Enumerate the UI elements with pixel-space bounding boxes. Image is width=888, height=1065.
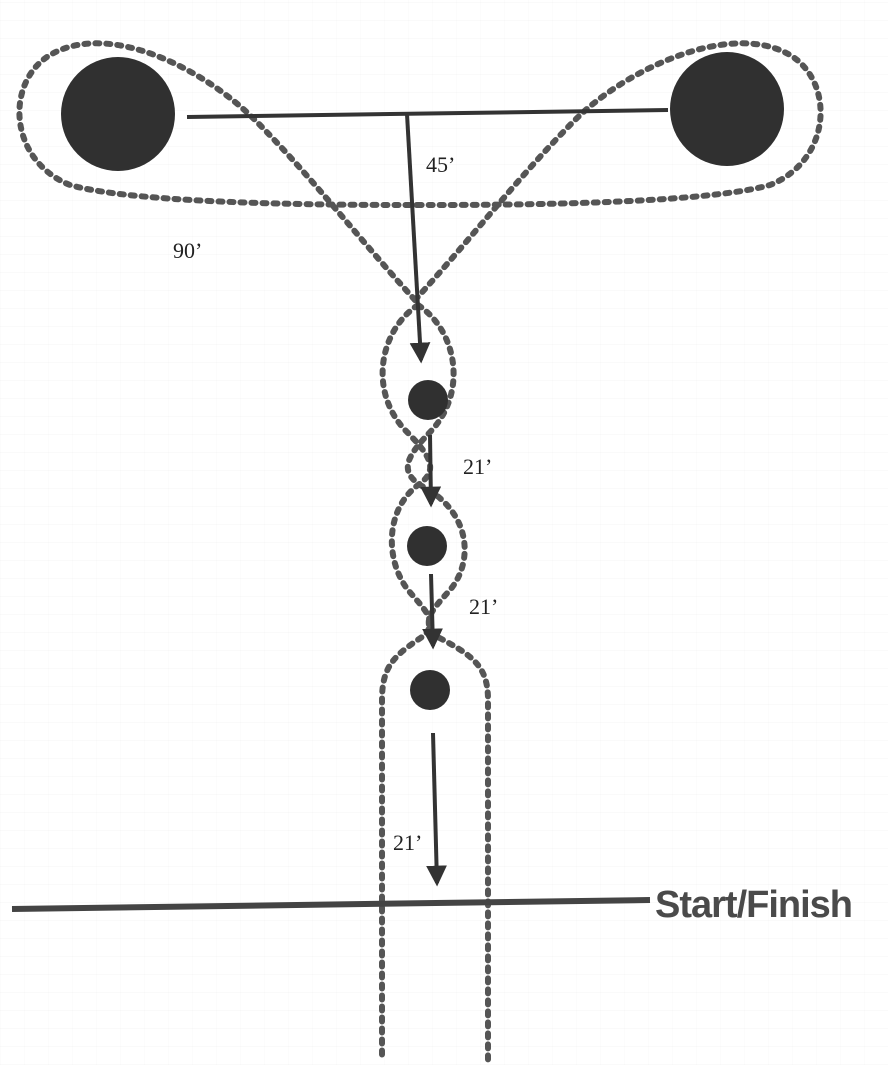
pole-2-marker [407, 526, 447, 566]
center-to-pole-1-arrow [405, 113, 431, 364]
left-barrel-loop [16, 40, 423, 303]
label-90-feet: 90’ [173, 238, 202, 263]
pole-3-to-start-arrow [426, 732, 447, 887]
pole-2-to-pole-3-arrow [422, 573, 443, 650]
barrel-connection-line [186, 108, 669, 119]
start-finish-label: Start/Finish [655, 884, 852, 926]
left-barrel-marker [61, 57, 175, 171]
label-45-feet: 45’ [426, 152, 455, 177]
right-barrel-marker [670, 52, 784, 166]
pole-3-marker [410, 670, 450, 710]
pole-weave-left [379, 302, 433, 1063]
start-finish-line [11, 897, 651, 912]
pole-1-marker [408, 380, 448, 420]
right-barrel-loop [412, 40, 824, 303]
label-pole-2-to-pole-3: 21’ [469, 594, 498, 619]
pole-weave-right [405, 302, 491, 1063]
label-pole-3-to-start: 21’ [393, 830, 422, 855]
label-pole-1-to-pole-2: 21’ [463, 454, 492, 479]
pole-1-to-pole-2-arrow [420, 434, 442, 508]
